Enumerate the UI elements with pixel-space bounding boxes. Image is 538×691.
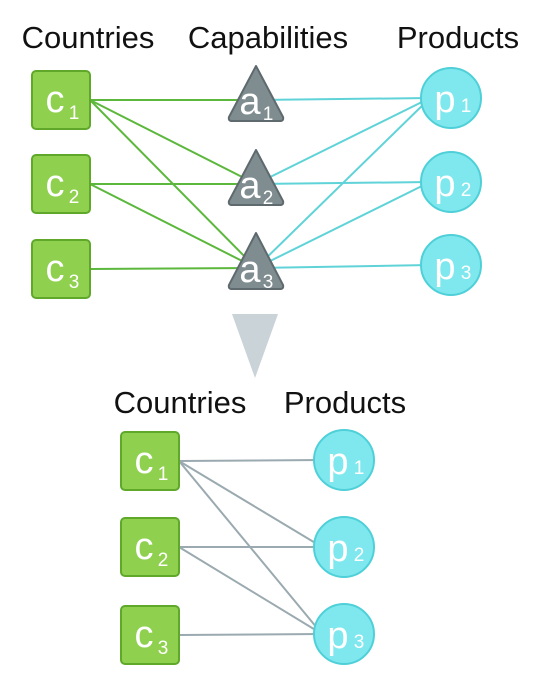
header-countries: Countries bbox=[114, 385, 247, 420]
country-capability-link bbox=[89, 99, 257, 185]
node-subscript: 2 bbox=[158, 550, 169, 571]
country-node-c3: c 3 bbox=[31, 239, 91, 299]
country-node-c1: c 1 bbox=[31, 70, 91, 130]
header-countries: Countries bbox=[22, 20, 155, 55]
node-letter: c bbox=[46, 248, 65, 290]
node-letter: c bbox=[135, 614, 154, 656]
product-circle bbox=[420, 151, 482, 213]
country-node-c1: c 1 bbox=[120, 431, 180, 491]
product-node-p1: p 1 bbox=[313, 429, 375, 491]
product-circle bbox=[313, 429, 375, 491]
node-letter: c bbox=[135, 440, 154, 482]
capability-product-link bbox=[255, 264, 431, 269]
node-letter: p bbox=[327, 528, 348, 570]
node-letter: p bbox=[434, 246, 455, 288]
capability-triangle bbox=[227, 232, 285, 290]
node-letter: a bbox=[239, 249, 261, 291]
product-circle bbox=[420, 67, 482, 129]
node-letter: c bbox=[46, 163, 65, 205]
country-node-c2: c 2 bbox=[31, 154, 91, 214]
country-capability-link bbox=[89, 267, 257, 270]
country-product-link bbox=[178, 459, 323, 462]
capability-node-a1: a 1 bbox=[227, 65, 285, 125]
country-product-link bbox=[178, 546, 323, 635]
node-subscript: 2 bbox=[354, 545, 365, 566]
node-letter: a bbox=[239, 81, 261, 123]
header-products: Products bbox=[284, 385, 406, 420]
node-letter: p bbox=[327, 615, 348, 657]
country-square bbox=[31, 70, 91, 130]
tripartite-network: Countries Capabilities Products c 1 c 2 … bbox=[22, 20, 519, 299]
node-subscript: 1 bbox=[263, 104, 274, 125]
capability-triangle bbox=[227, 65, 285, 122]
product-node-p1: p 1 bbox=[420, 67, 482, 129]
product-node-p3: p 3 bbox=[313, 603, 375, 665]
product-node-p3: p 3 bbox=[420, 234, 482, 296]
node-subscript: 2 bbox=[263, 188, 274, 209]
country-square bbox=[120, 517, 180, 577]
country-square bbox=[120, 431, 180, 491]
node-subscript: 3 bbox=[69, 272, 80, 293]
product-node-p2: p 2 bbox=[313, 516, 375, 578]
node-letter: p bbox=[434, 79, 455, 121]
capability-node-a3: a 3 bbox=[227, 232, 285, 293]
projection-arrow bbox=[232, 314, 278, 378]
capability-product-link bbox=[255, 181, 431, 269]
node-subscript: 1 bbox=[354, 458, 365, 479]
node-subscript: 1 bbox=[461, 96, 472, 117]
capability-product-link bbox=[255, 97, 431, 185]
capability-node-a2: a 2 bbox=[227, 149, 285, 209]
bottom-links bbox=[178, 459, 323, 636]
product-circle bbox=[420, 234, 482, 296]
node-subscript: 3 bbox=[263, 272, 274, 293]
node-subscript: 2 bbox=[69, 187, 80, 208]
capability-product-link bbox=[255, 97, 431, 269]
product-circle bbox=[313, 516, 375, 578]
node-subscript: 2 bbox=[461, 180, 472, 201]
product-node-p2: p 2 bbox=[420, 151, 482, 213]
node-letter: p bbox=[434, 163, 455, 205]
header-products: Products bbox=[397, 20, 519, 55]
capability-triangle bbox=[227, 149, 285, 206]
bipartite-network: Countries Products c 1 c 2 c 3 p 1 p 2 bbox=[114, 385, 406, 665]
node-letter: c bbox=[46, 79, 65, 121]
node-letter: p bbox=[327, 441, 348, 483]
node-subscript: 3 bbox=[158, 638, 169, 659]
product-circle bbox=[313, 603, 375, 665]
capability-product-link bbox=[255, 97, 431, 101]
country-product-link bbox=[178, 633, 323, 636]
top-links bbox=[89, 97, 431, 270]
country-square bbox=[31, 154, 91, 214]
node-letter: a bbox=[239, 165, 261, 207]
node-subscript: 3 bbox=[461, 263, 472, 284]
country-product-link bbox=[178, 460, 323, 548]
country-square bbox=[120, 605, 180, 665]
node-subscript: 3 bbox=[354, 632, 365, 653]
node-subscript: 1 bbox=[69, 103, 80, 124]
country-node-c3: c 3 bbox=[120, 605, 180, 665]
country-capability-link bbox=[89, 183, 257, 269]
node-letter: c bbox=[135, 526, 154, 568]
country-square bbox=[31, 239, 91, 299]
node-subscript: 1 bbox=[158, 464, 169, 485]
country-node-c2: c 2 bbox=[120, 517, 180, 577]
header-capabilities: Capabilities bbox=[188, 20, 348, 55]
